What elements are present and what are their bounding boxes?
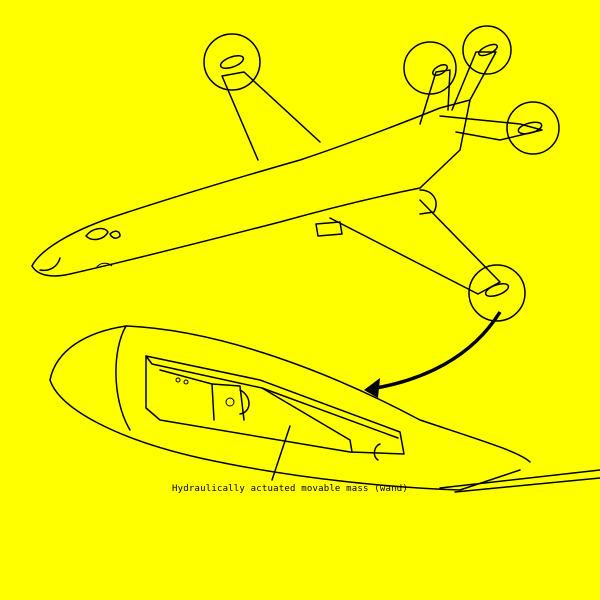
wingtip-highlight-circles xyxy=(203,25,560,322)
wingtip-cutaway xyxy=(49,325,600,493)
fin-right-circle xyxy=(462,25,512,75)
right-wingtip-circle xyxy=(468,264,526,322)
aircraft-outline xyxy=(31,51,543,295)
stabilizer-circle xyxy=(506,101,560,155)
fin-left-circle xyxy=(403,41,457,95)
callout-arrow xyxy=(364,311,502,398)
wand-caption: Hydraulically actuated movable mass (wan… xyxy=(172,484,408,494)
left-wingtip-circle xyxy=(203,33,261,91)
